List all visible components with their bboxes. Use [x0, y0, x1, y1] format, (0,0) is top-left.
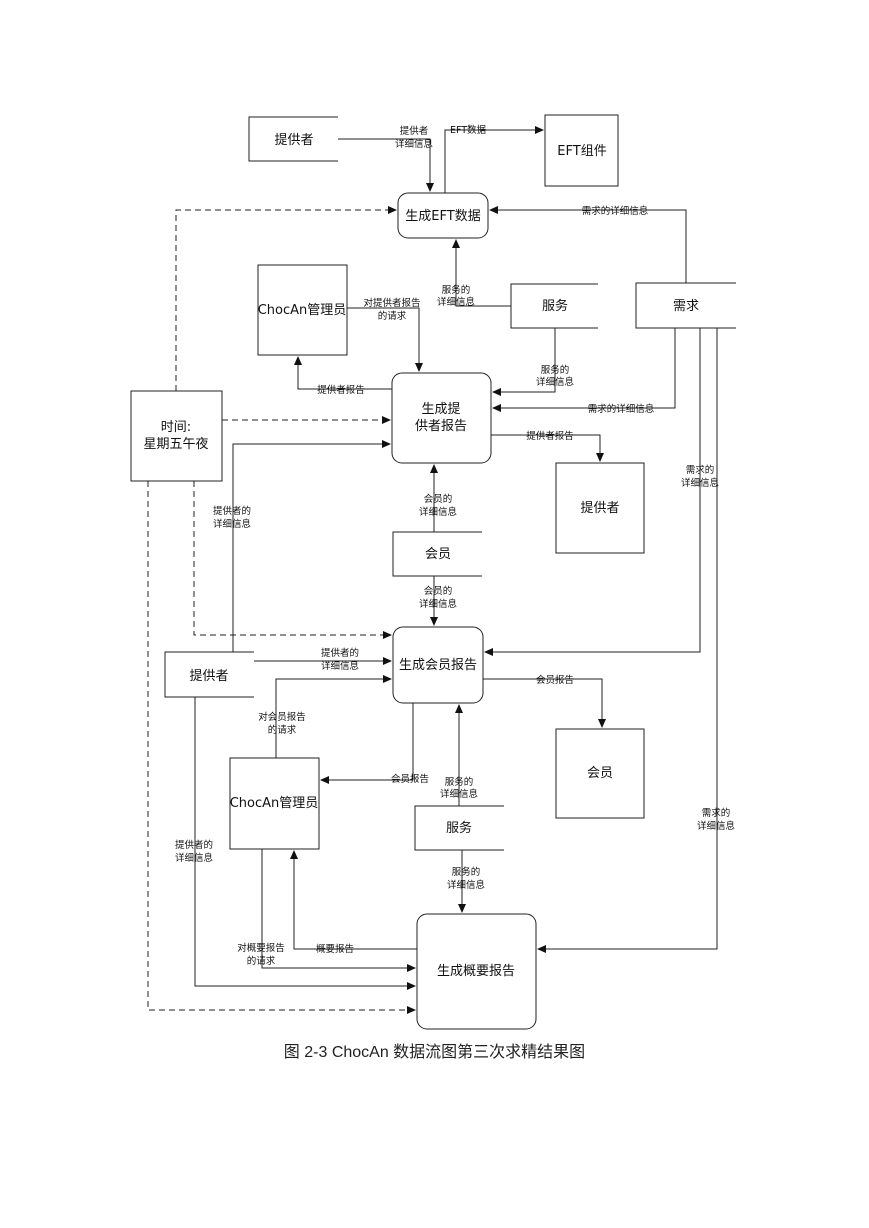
- label-demand-detail-top: 需求的详细信息: [582, 205, 649, 217]
- svg-text:提供者: 提供者: [580, 500, 619, 516]
- svg-text:提供者: 提供者: [189, 668, 228, 684]
- process-generate-summary-report: 生成概要报告: [416, 913, 537, 1030]
- svg-text:会员: 会员: [587, 766, 613, 781]
- label-req-member-report: 对会员报告: [258, 711, 306, 723]
- figure-caption: 图 2-3 ChocAn 数据流图第三次求精结果图: [283, 1044, 586, 1061]
- svg-text:详细信息: 详细信息: [419, 598, 457, 610]
- label-provider-detail-mid: 提供者的: [321, 647, 359, 659]
- svg-text:供者报告: 供者报告: [415, 419, 467, 434]
- flow-arrows: [147, 126, 718, 1014]
- svg-text:生成概要报告: 生成概要报告: [437, 964, 515, 979]
- svg-text:详细信息: 详细信息: [437, 296, 475, 308]
- svg-text:ChocAn管理员: ChocAn管理员: [258, 303, 347, 318]
- label-service-detail-mid: 服务的: [541, 364, 570, 376]
- label-req-provider-report: 对提供者报告: [363, 297, 420, 309]
- label-member-report-left: 会员报告: [391, 773, 429, 785]
- svg-text:服务: 服务: [542, 298, 568, 314]
- svg-text:详细信息: 详细信息: [321, 660, 359, 672]
- demand-store: 需求: [635, 282, 736, 329]
- label-demand-detail-low: 需求的: [702, 807, 731, 819]
- label-summary-report: 概要报告: [316, 943, 354, 955]
- label-service-detail-low: 服务的: [445, 776, 474, 788]
- process-generate-provider-report: 生成提 供者报告: [391, 372, 492, 464]
- svg-text:详细信息: 详细信息: [175, 852, 213, 864]
- svg-text:的请求: 的请求: [268, 724, 297, 736]
- label-demand-detail-right: 需求的: [686, 464, 715, 476]
- process-generate-eft: 生成EFT数据: [397, 192, 489, 239]
- label-provider-report-left: 提供者报告: [317, 384, 365, 396]
- label-demand-detail-mid: 需求的详细信息: [588, 403, 655, 415]
- label-member-detail-down: 会员的: [424, 585, 453, 597]
- manager-entity-bottom: ChocAn管理员: [229, 757, 320, 850]
- provider-entity-right: 提供者: [555, 462, 645, 554]
- svg-text:的请求: 的请求: [378, 310, 407, 322]
- label-provider-detail-left: 提供者的: [213, 505, 251, 517]
- svg-text:提供者: 提供者: [274, 132, 313, 148]
- member-entity-right: 会员: [555, 728, 645, 819]
- svg-text:需求: 需求: [673, 299, 699, 314]
- svg-text:详细信息: 详细信息: [419, 506, 457, 518]
- label-service-detail-bottom: 服务的: [452, 866, 481, 878]
- eft-component-entity: EFT组件: [544, 114, 619, 187]
- svg-text:时间:: 时间:: [161, 420, 191, 435]
- label-provider-report-right: 提供者报告: [526, 430, 574, 442]
- label-service-detail-top: 服务的: [442, 284, 471, 296]
- service-store-top: 服务: [510, 283, 598, 329]
- svg-text:星期五午夜: 星期五午夜: [143, 437, 208, 452]
- svg-text:服务: 服务: [446, 820, 472, 836]
- provider-store-left: 提供者: [164, 651, 254, 698]
- flow-labels: 提供者 详细信息 EFT数据 需求的详细信息 服务的 详细信息 对提供者报告 的…: [175, 124, 735, 967]
- svg-text:会员: 会员: [425, 547, 451, 562]
- process-generate-member-report: 生成会员报告: [392, 626, 484, 704]
- svg-text:详细信息: 详细信息: [697, 820, 735, 832]
- svg-text:生成提: 生成提: [421, 401, 460, 417]
- label-member-detail-up: 会员的: [424, 493, 453, 505]
- svg-text:的请求: 的请求: [247, 955, 276, 967]
- label-provider-detail-top: 提供者: [400, 125, 429, 137]
- label-member-report-right: 会员报告: [536, 674, 574, 686]
- label-eft-data: EFT数据: [450, 124, 487, 136]
- svg-text:详细信息: 详细信息: [536, 376, 574, 388]
- label-provider-detail-low: 提供者的: [175, 839, 213, 851]
- svg-text:详细信息: 详细信息: [681, 477, 719, 489]
- label-req-summary: 对概要报告: [237, 942, 285, 954]
- provider-store-top: 提供者: [248, 116, 338, 162]
- time-trigger-entity: 时间: 星期五午夜: [130, 390, 223, 482]
- svg-text:详细信息: 详细信息: [213, 518, 251, 530]
- member-store: 会员: [392, 531, 482, 577]
- svg-text:详细信息: 详细信息: [440, 788, 478, 800]
- svg-text:生成EFT数据: 生成EFT数据: [405, 209, 480, 224]
- svg-text:详细信息: 详细信息: [395, 138, 433, 150]
- manager-entity-top: ChocAn管理员: [257, 264, 348, 356]
- service-store-bottom: 服务: [414, 805, 504, 851]
- svg-text:ChocAn管理员: ChocAn管理员: [230, 796, 319, 811]
- svg-text:EFT组件: EFT组件: [557, 144, 606, 159]
- svg-text:生成会员报告: 生成会员报告: [399, 658, 477, 673]
- svg-text:详细信息: 详细信息: [447, 879, 485, 891]
